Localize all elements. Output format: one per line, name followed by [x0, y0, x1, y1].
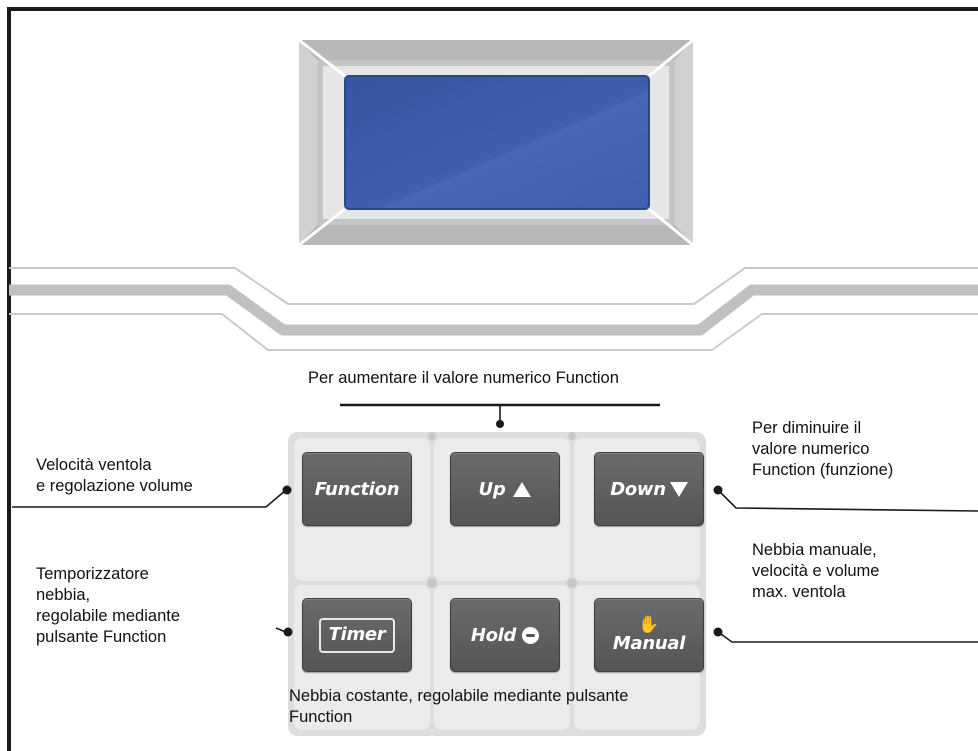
- up-button-label: Up: [478, 478, 506, 500]
- function-annotation: Velocità ventola e regolazione volume: [36, 456, 193, 495]
- hand-icon: ✋: [638, 615, 660, 635]
- down-annotation: Per diminuire il valore numerico Functio…: [752, 419, 894, 479]
- down-button-label: Down: [610, 478, 666, 500]
- hold-circle-icon: [522, 626, 540, 644]
- decorative-bands: [9, 267, 978, 351]
- panel-outline: [7, 7, 978, 751]
- triangle-up-icon: [513, 481, 532, 497]
- lcd-screen: [344, 75, 650, 210]
- display-bezel: [298, 38, 694, 247]
- manual-button-label: Manual: [612, 633, 686, 654]
- triangle-down-icon: [669, 481, 688, 497]
- up-button[interactable]: Up: [450, 452, 560, 526]
- hold-button[interactable]: Hold: [450, 598, 560, 672]
- hold-button-label: Hold: [470, 624, 517, 646]
- timer-button-label: Timer: [318, 617, 396, 653]
- function-button-label: Function: [314, 478, 400, 500]
- manual-annotation: Nebbia manuale, velocità e volume max. v…: [752, 541, 880, 601]
- up-annotation: Per aumentare il valore numerico Functio…: [308, 369, 619, 387]
- leader-lines: [12, 403, 978, 643]
- function-button[interactable]: Function: [302, 452, 412, 526]
- timer-annotation: Temporizzatore nebbia, regolabile median…: [36, 565, 181, 646]
- timer-button[interactable]: Timer: [302, 598, 412, 672]
- leader-dots: [282, 420, 723, 637]
- manual-button[interactable]: ✋ Manual: [594, 598, 704, 672]
- hold-annotation: Nebbia costante, regolabile mediante pul…: [289, 687, 629, 726]
- down-button[interactable]: Down: [594, 452, 704, 526]
